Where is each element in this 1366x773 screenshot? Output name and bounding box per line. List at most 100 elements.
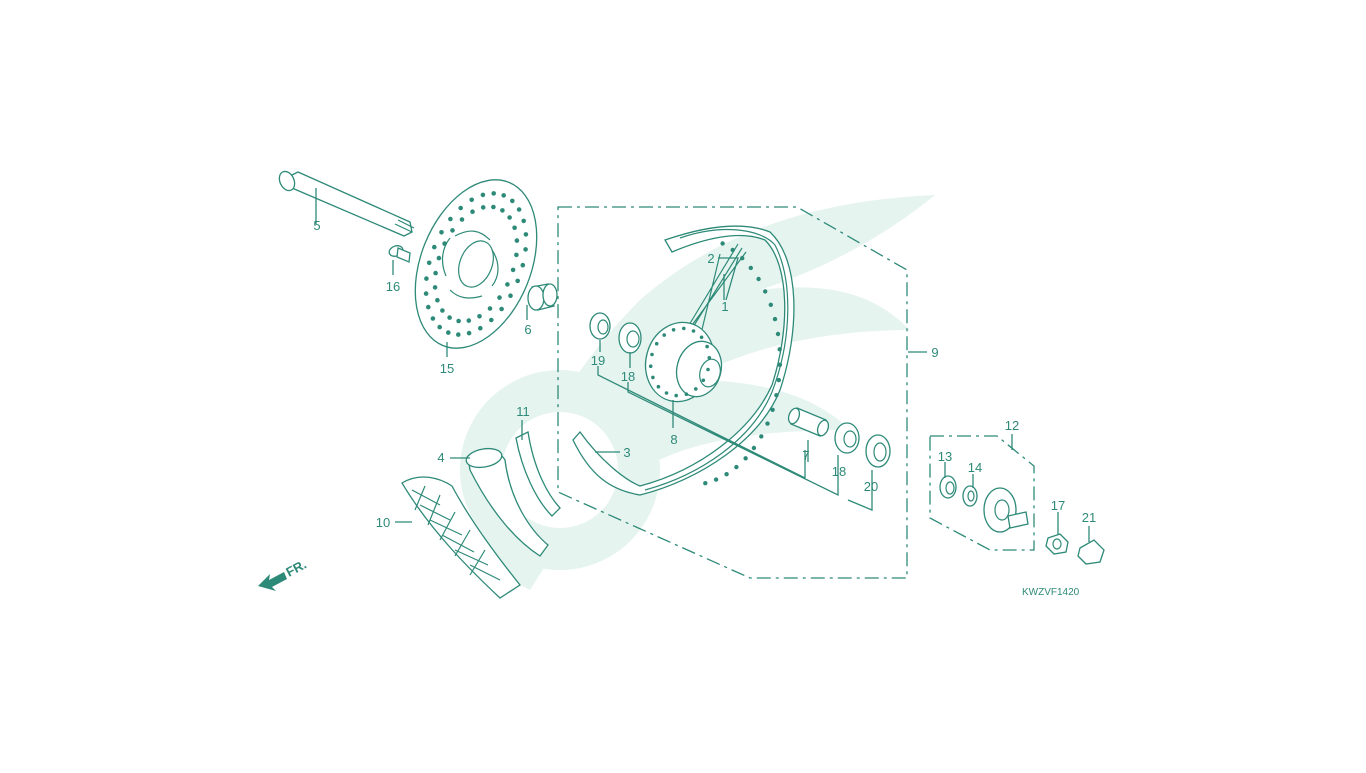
rim-spoke-hole (770, 407, 775, 412)
disc-hole (459, 217, 465, 222)
disc-hole (446, 330, 451, 335)
callout-5: 5 (313, 218, 320, 233)
callout-10: 10 (376, 515, 390, 530)
disc-hole (501, 193, 507, 198)
callout-2: 2 (707, 251, 714, 266)
hub-spoke-hole (705, 344, 709, 349)
disc-hole (523, 232, 529, 237)
callout-labels: 1 2 3 4 5 6 7 8 9 10 11 12 13 14 15 16 1… (313, 218, 1096, 530)
disc-hole (450, 228, 455, 233)
dust-seal-part-20 (865, 434, 891, 468)
tire-part-10 (401, 476, 521, 599)
disc-hole (439, 230, 444, 235)
disc-hole (436, 255, 442, 261)
disc-hole (508, 293, 513, 299)
disc-hole (432, 285, 438, 290)
callout-14: 14 (968, 460, 982, 475)
hub-spoke-hole (699, 335, 704, 340)
collar-part-6 (527, 283, 558, 311)
rim-spoke-hole (748, 265, 753, 271)
front-direction-arrow: FR. (258, 557, 309, 591)
rim-spoke-hole (765, 421, 770, 426)
disc-hole (423, 291, 429, 296)
rim-spoke-hole (774, 393, 779, 398)
disc-hole (456, 318, 461, 324)
callout-4: 4 (437, 450, 444, 465)
retainer-part-14 (962, 485, 978, 507)
hub-spoke-hole (694, 387, 698, 391)
callout-21: 21 (1082, 510, 1096, 525)
callout-19: 19 (591, 353, 605, 368)
callout-8: 8 (670, 432, 677, 447)
spacer-part-7 (787, 407, 830, 437)
gearbox-part-12 (983, 487, 1029, 533)
disc-hole (516, 207, 522, 212)
bearing-part-18-left (618, 322, 642, 354)
hub-spoke-hole (662, 333, 666, 337)
disc-hole (489, 317, 494, 323)
axle-part-5 (278, 170, 415, 237)
gear-part-13 (939, 475, 957, 499)
hub-spoke-hole (650, 352, 654, 357)
rim-spoke-hole (772, 316, 778, 322)
disc-hole (515, 278, 520, 284)
disc-hole (440, 308, 445, 313)
disc-hole (480, 192, 486, 198)
hub-spoke-hole (706, 367, 710, 372)
callout-6: 6 (524, 322, 531, 337)
wheel-rim (572, 225, 795, 496)
rim-spoke-hole (720, 241, 725, 246)
hub-spoke-hole (707, 356, 712, 360)
rim-spoke-hole (743, 456, 748, 461)
hub-spoke-hole (648, 364, 653, 369)
disc-hole (466, 330, 472, 336)
disc-hole (487, 306, 493, 311)
hub-spoke-hole (671, 328, 676, 332)
rim-spoke-hole (763, 289, 768, 294)
disc-hole (456, 332, 461, 337)
disc-hole (430, 316, 436, 321)
callout-18-left: 18 (621, 369, 635, 384)
callout-1: 1 (721, 299, 728, 314)
rim-spoke-hole (734, 464, 739, 470)
disc-hole (491, 191, 497, 196)
rim-spoke-hole (776, 377, 781, 383)
callout-18-right: 18 (832, 464, 846, 479)
disc-hole (435, 297, 440, 303)
hub-spoke-hole (674, 393, 678, 398)
hub-spoke-hole (684, 392, 689, 397)
disc-hole (505, 282, 510, 287)
rim-spoke-hole (775, 331, 781, 337)
disc-hole (499, 306, 504, 312)
bearing-part-18-right (834, 422, 860, 454)
rim-spoke-hole (777, 362, 783, 367)
disc-hole (424, 276, 429, 281)
rim-spoke-hole (768, 302, 773, 307)
disc-hole (466, 318, 472, 323)
disc-hole (478, 325, 483, 331)
disc-hole (521, 218, 526, 224)
disc-hole (470, 209, 475, 214)
disc-hole (480, 205, 486, 210)
disc-hole (491, 204, 496, 210)
rim-spoke-hole (751, 445, 757, 451)
disc-hole (500, 208, 505, 213)
disc-hole (523, 247, 528, 252)
hub-spoke-hole (656, 384, 661, 389)
rim-spoke-hole (777, 347, 782, 352)
disc-hole (477, 314, 482, 319)
disc-hole (510, 198, 515, 204)
rim-spoke-hole (713, 477, 719, 482)
disc-hole (437, 324, 443, 330)
brake-disc-part-15 (414, 179, 538, 349)
callout-3: 3 (623, 445, 630, 460)
callout-9: 9 (931, 345, 938, 360)
hub-spoke-hole (701, 378, 706, 383)
disc-hole (514, 252, 519, 258)
hub-part-8 (644, 321, 723, 403)
disc-hole (458, 205, 464, 211)
callout-20: 20 (864, 479, 878, 494)
rim-spoke-hole (703, 481, 708, 486)
disc-hole (426, 304, 431, 310)
